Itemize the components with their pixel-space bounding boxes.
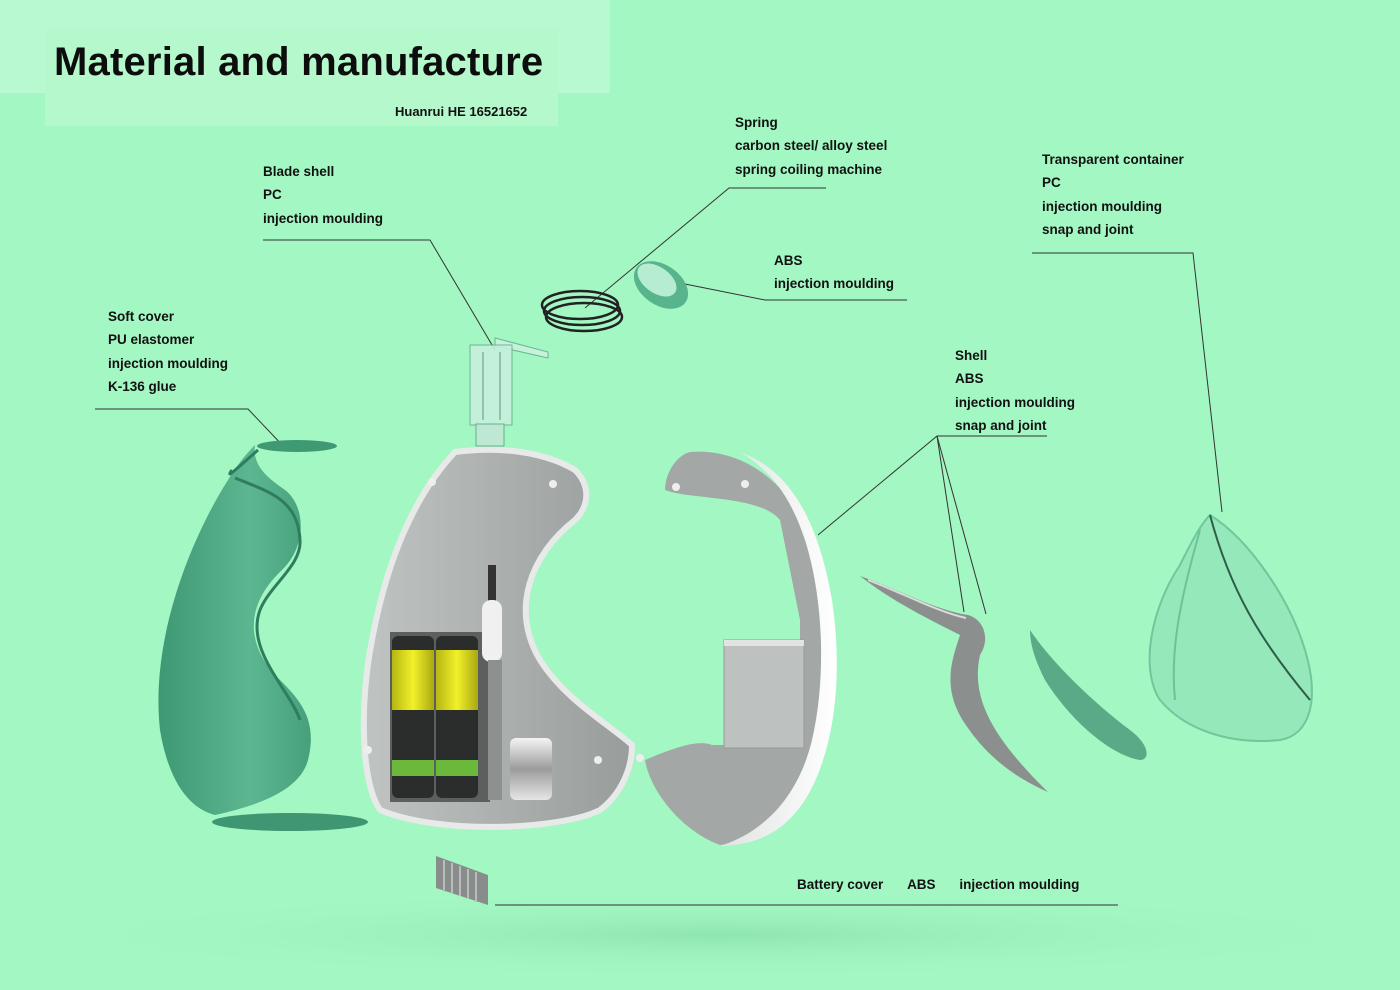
leader-blade-shell — [263, 239, 496, 351]
callout-shell-line: ABS — [955, 371, 984, 387]
callout-shell-line: injection moulding — [955, 394, 1075, 410]
callout-soft-cover-line: injection moulding — [108, 355, 228, 371]
spring-part — [540, 289, 624, 333]
leader-soft-cover — [95, 408, 286, 449]
leader-shell — [817, 435, 1047, 536]
callout-soft-cover-line: PU elastomer — [108, 332, 195, 348]
callout-blade-shell-line: Blade shell — [263, 164, 335, 179]
title-panel-inner — [45, 29, 558, 126]
outer-shell-part — [636, 451, 837, 846]
callout-container-line: injection moulding — [1042, 198, 1162, 214]
callout-soft-cover: Soft cover PU elastomer injection mouldi… — [108, 305, 228, 398]
callout-battery-cover-material: ABS — [907, 877, 936, 892]
abs-cup-part — [633, 261, 689, 309]
callout-battery-cover: Battery cover ABS injection moulding — [797, 873, 1099, 896]
transparent-container-part — [1148, 513, 1313, 742]
callout-blade-shell-line: injection moulding — [263, 210, 383, 226]
callout-soft-cover-line: Soft cover — [108, 309, 175, 324]
callout-container-line: PC — [1042, 175, 1061, 191]
page-title: Material and manufacture — [54, 40, 544, 84]
callout-blade-shell: Blade shell PC injection moulding — [263, 160, 383, 230]
blade-shell-part — [469, 337, 549, 447]
callout-blade-shell-line: PC — [263, 187, 282, 203]
callout-container-line: Transparent container — [1042, 152, 1184, 167]
leader-abs-cup — [679, 282, 907, 301]
callout-abs-cup: ABS injection moulding — [774, 249, 894, 296]
callout-battery-cover-process: injection moulding — [959, 877, 1080, 892]
author-label: Huanrui HE 16521652 — [395, 104, 528, 119]
inner-shell-part — [360, 446, 636, 830]
callout-shell: Shell ABS injection moulding snap and jo… — [955, 344, 1075, 437]
callout-spring-line: carbon steel/ alloy steel — [735, 138, 888, 154]
callout-soft-cover-line: K-136 glue — [108, 378, 177, 394]
callout-transparent-container: Transparent container PC injection mould… — [1042, 148, 1184, 241]
callout-abs-cup-line: ABS — [774, 253, 803, 268]
leader-spring — [584, 187, 826, 309]
leader-shell-2 — [936, 435, 965, 613]
green-blade-part — [1030, 630, 1147, 760]
callout-container-line: snap and joint — [1042, 221, 1134, 237]
leader-container — [1032, 252, 1223, 513]
callout-spring-line: Spring — [735, 115, 778, 130]
callout-battery-cover-part: Battery cover — [797, 877, 884, 892]
blade-part — [860, 576, 1048, 792]
leader-shell-3 — [936, 435, 987, 615]
callout-spring: Spring carbon steel/ alloy steel spring … — [735, 111, 887, 181]
callout-shell-line: Shell — [955, 348, 988, 363]
soft-cover-part — [158, 440, 368, 831]
leader-lines — [95, 187, 1223, 906]
battery-cover-part — [436, 856, 488, 905]
callout-abs-cup-line: injection moulding — [774, 276, 894, 292]
callout-spring-line: spring coiling machine — [735, 161, 883, 177]
callout-shell-line: snap and joint — [955, 417, 1047, 433]
floor-shadow — [20, 890, 1400, 980]
